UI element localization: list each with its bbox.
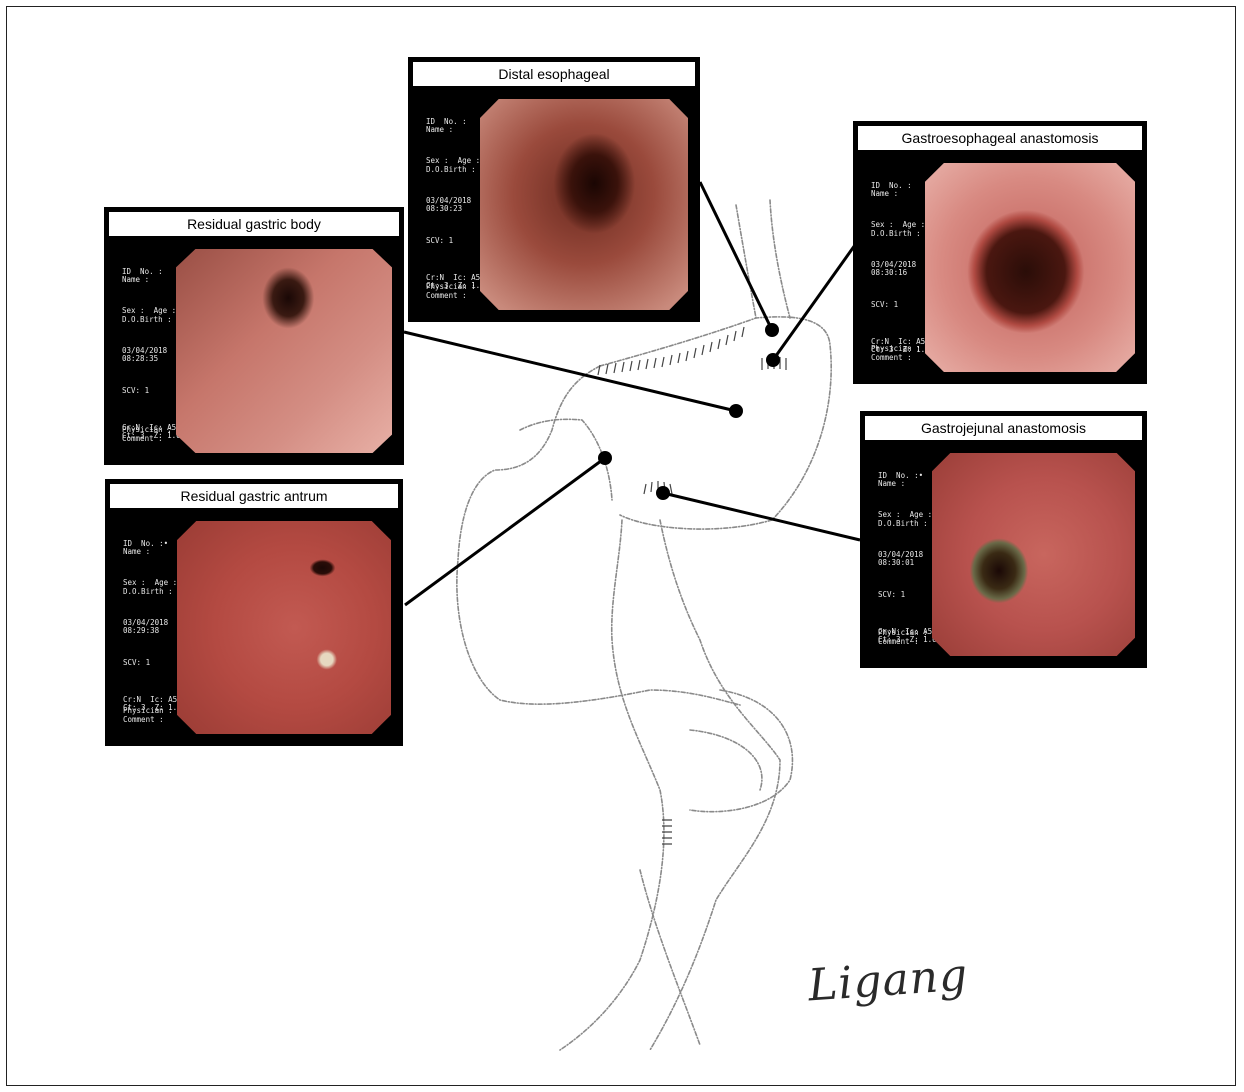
endoscopy-panel-residual-gastric-body: Residual gastric body ID No. :Name : Sex… [104, 207, 404, 465]
staple-line-upper [598, 327, 744, 375]
endoscopic-image [932, 453, 1135, 656]
leader-gastrojejunal [663, 493, 860, 540]
marker-dot-gastric-antrum [598, 451, 612, 465]
marker-dot-gastroesophageal [766, 353, 780, 367]
endoscope-footer: Physician :Comment : [426, 283, 476, 300]
stomach-outline-upper [600, 317, 831, 529]
endoscopy-panel-gastrojejunal-anastomosis: Gastrojejunal anastomosis ID No. :•Name … [860, 411, 1147, 668]
panel-title: Residual gastric antrum [109, 483, 399, 509]
jejunal-loop-outer [690, 690, 792, 812]
leader-gastroesophageal [773, 245, 855, 360]
endoscopic-image [176, 249, 392, 453]
endoscope-footer: Physician :Comment : [122, 426, 172, 443]
endoscopy-panel-distal-esophageal: Distal esophageal ID No. :Name : Sex : A… [408, 57, 700, 322]
panel-title: Distal esophageal [412, 61, 696, 87]
marker-dot-gastric-body [729, 404, 743, 418]
endoscopy-panel-gastroesophageal-anastomosis: Gastroesophageal anastomosis ID No. :Nam… [853, 121, 1147, 384]
leader-gastric-body [404, 332, 736, 411]
bowel-extra-line [640, 870, 700, 1045]
esophagus-outline-right [770, 200, 790, 318]
endoscope-footer: Physician :Comment : [123, 707, 173, 724]
panel-title: Residual gastric body [108, 211, 400, 237]
endoscope-metadata: ID No. :•Name : Sex : Age :D.O.Birth : 0… [123, 523, 182, 730]
endoscopic-image [925, 163, 1135, 372]
endoscope-metadata: ID No. :Name : Sex : Age :D.O.Birth : 03… [426, 101, 485, 308]
panel-title: Gastrojejunal anastomosis [864, 415, 1143, 441]
leader-gastric-antrum [405, 458, 605, 605]
endoscopy-panel-residual-gastric-antrum: Residual gastric antrum ID No. :•Name : … [105, 479, 403, 746]
endoscope-metadata: ID No. :Name : Sex : Age :D.O.Birth : 03… [871, 165, 930, 372]
endoscopic-image [177, 521, 391, 734]
marker-dot-distal-esophageal [765, 323, 779, 337]
panel-title: Gastroesophageal anastomosis [857, 125, 1143, 151]
endoscope-footer: Physician :Comment : [878, 629, 928, 646]
endoscopic-image [480, 99, 688, 310]
marker-dot-gastrojejunal [656, 486, 670, 500]
endoscope-footer: Physician :Comment : [871, 345, 921, 362]
jejunal-loop-inner [690, 730, 762, 790]
jejunum-outline-left [560, 520, 664, 1050]
